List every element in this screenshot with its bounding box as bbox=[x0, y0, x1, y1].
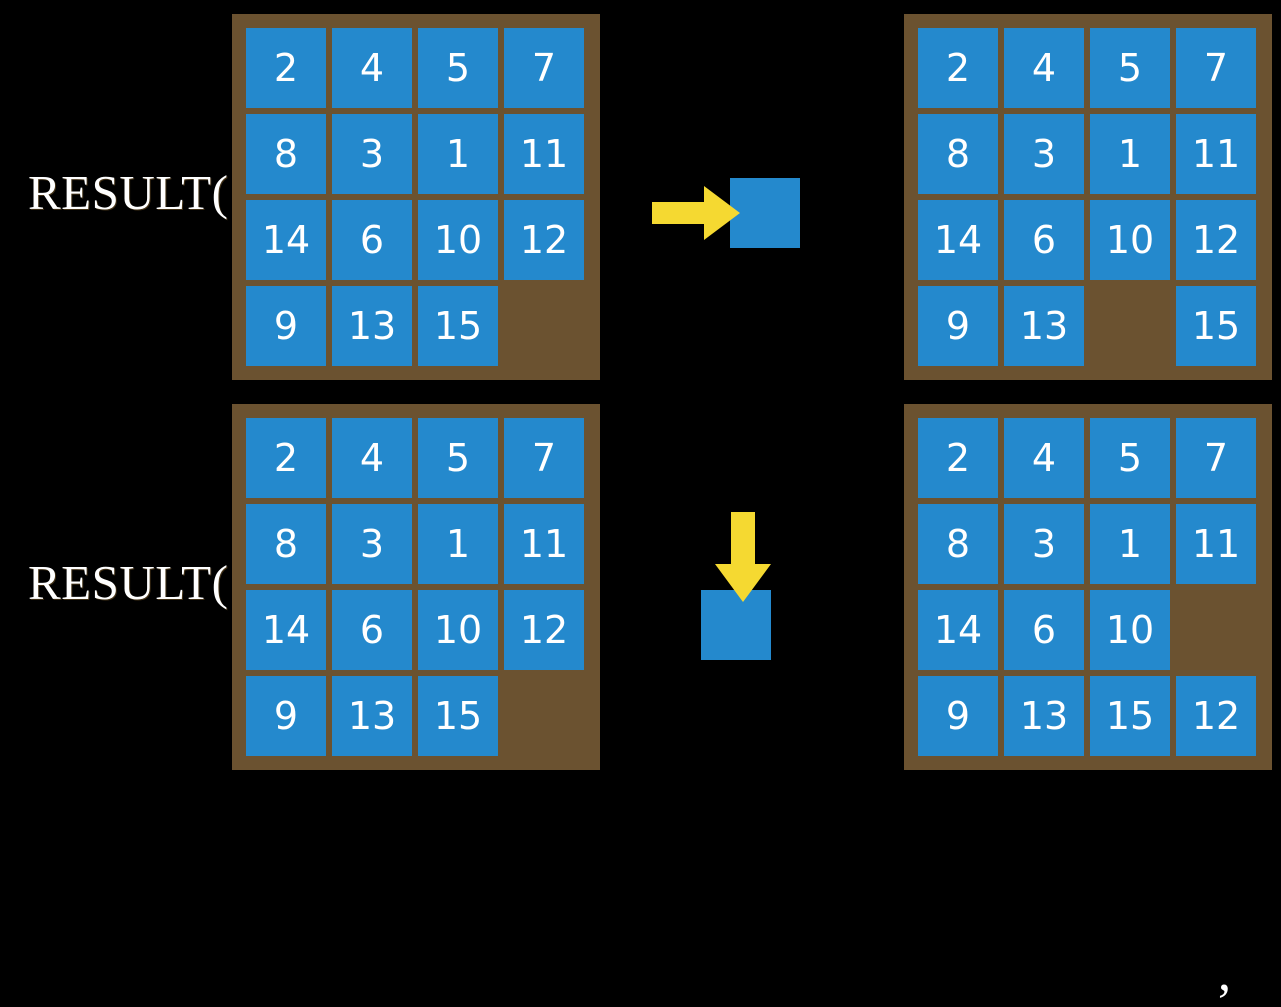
tile[interactable]: 8 bbox=[918, 114, 998, 194]
tile[interactable]: 12 bbox=[504, 200, 584, 280]
move-tile-top[interactable] bbox=[730, 178, 800, 248]
tile[interactable]: 3 bbox=[1004, 504, 1084, 584]
tile[interactable]: 3 bbox=[332, 504, 412, 584]
tile[interactable]: 1 bbox=[1090, 114, 1170, 194]
tile[interactable]: 6 bbox=[1004, 590, 1084, 670]
comma-separator: , bbox=[1218, 945, 1231, 1002]
tile[interactable]: 12 bbox=[504, 590, 584, 670]
tile[interactable]: 7 bbox=[1176, 418, 1256, 498]
tile[interactable]: 5 bbox=[1090, 418, 1170, 498]
tile[interactable]: 5 bbox=[418, 418, 498, 498]
tile[interactable]: 11 bbox=[504, 114, 584, 194]
tile[interactable]: 11 bbox=[504, 504, 584, 584]
output-board-top: 2 4 5 7 8 3 1 11 14 6 10 12 9 13 15 bbox=[904, 14, 1272, 380]
tile[interactable]: 1 bbox=[418, 504, 498, 584]
tile[interactable]: 9 bbox=[918, 676, 998, 756]
arrow-right-icon bbox=[652, 186, 740, 240]
tile[interactable]: 15 bbox=[418, 676, 498, 756]
tile[interactable]: 8 bbox=[246, 114, 326, 194]
tile[interactable]: 15 bbox=[1176, 286, 1256, 366]
output-board-bottom: 2 4 5 7 8 3 1 11 14 6 10 9 13 15 12 bbox=[904, 404, 1272, 770]
tile[interactable]: 13 bbox=[332, 286, 412, 366]
result-label: RESULT( bbox=[28, 555, 229, 610]
tile[interactable]: 8 bbox=[246, 504, 326, 584]
tile[interactable]: 4 bbox=[1004, 418, 1084, 498]
tile[interactable]: 2 bbox=[246, 28, 326, 108]
tile[interactable]: 4 bbox=[1004, 28, 1084, 108]
tile[interactable]: 12 bbox=[1176, 676, 1256, 756]
tile[interactable]: 11 bbox=[1176, 504, 1256, 584]
tile[interactable]: 6 bbox=[1004, 200, 1084, 280]
tile[interactable]: 6 bbox=[332, 200, 412, 280]
tile[interactable]: 9 bbox=[918, 286, 998, 366]
tile[interactable]: 1 bbox=[1090, 504, 1170, 584]
tile[interactable]: 6 bbox=[332, 590, 412, 670]
tile[interactable]: 5 bbox=[418, 28, 498, 108]
tile[interactable]: 14 bbox=[918, 590, 998, 670]
tile[interactable]: 13 bbox=[1004, 286, 1084, 366]
input-board-bottom: 2 4 5 7 8 3 1 11 14 6 10 12 9 13 15 bbox=[232, 404, 600, 770]
tile[interactable]: 10 bbox=[1090, 590, 1170, 670]
tile[interactable]: 7 bbox=[504, 28, 584, 108]
tile[interactable]: 4 bbox=[332, 28, 412, 108]
tile[interactable]: 9 bbox=[246, 676, 326, 756]
tile[interactable]: 2 bbox=[246, 418, 326, 498]
tile[interactable]: 10 bbox=[1090, 200, 1170, 280]
equation-row-vertical: RESULT( 2 4 5 7 8 3 1 11 14 6 10 12 9 13… bbox=[0, 390, 1281, 1000]
move-tile-bottom[interactable] bbox=[701, 590, 771, 660]
tile[interactable]: 2 bbox=[918, 418, 998, 498]
tile[interactable]: 14 bbox=[246, 200, 326, 280]
tile[interactable]: 13 bbox=[1004, 676, 1084, 756]
tile[interactable]: 5 bbox=[1090, 28, 1170, 108]
tile[interactable]: 1 bbox=[418, 114, 498, 194]
tile[interactable]: 13 bbox=[332, 676, 412, 756]
tile[interactable]: 8 bbox=[918, 504, 998, 584]
tile[interactable]: 7 bbox=[1176, 28, 1256, 108]
tile[interactable]: 2 bbox=[918, 28, 998, 108]
tile[interactable]: 10 bbox=[418, 590, 498, 670]
tile[interactable]: 7 bbox=[504, 418, 584, 498]
tile[interactable]: 10 bbox=[418, 200, 498, 280]
tile-empty[interactable] bbox=[1176, 590, 1256, 670]
tile-empty[interactable] bbox=[504, 286, 584, 366]
tile[interactable]: 3 bbox=[332, 114, 412, 194]
tile[interactable]: 9 bbox=[246, 286, 326, 366]
tile[interactable]: 11 bbox=[1176, 114, 1256, 194]
input-board-top: 2 4 5 7 8 3 1 11 14 6 10 12 9 13 15 bbox=[232, 14, 600, 380]
tile[interactable]: 15 bbox=[418, 286, 498, 366]
equation-row-horizontal: RESULT( 2 4 5 7 8 3 1 11 14 6 10 12 9 13… bbox=[0, 0, 1281, 390]
tile[interactable]: 14 bbox=[918, 200, 998, 280]
tile-empty[interactable] bbox=[504, 676, 584, 756]
arrow-down-icon bbox=[715, 512, 771, 602]
tile[interactable]: 15 bbox=[1090, 676, 1170, 756]
tile[interactable]: 4 bbox=[332, 418, 412, 498]
tile[interactable]: 3 bbox=[1004, 114, 1084, 194]
tile[interactable]: 14 bbox=[246, 590, 326, 670]
tile-empty[interactable] bbox=[1090, 286, 1170, 366]
tile[interactable]: 12 bbox=[1176, 200, 1256, 280]
result-label: RESULT( bbox=[28, 165, 229, 220]
